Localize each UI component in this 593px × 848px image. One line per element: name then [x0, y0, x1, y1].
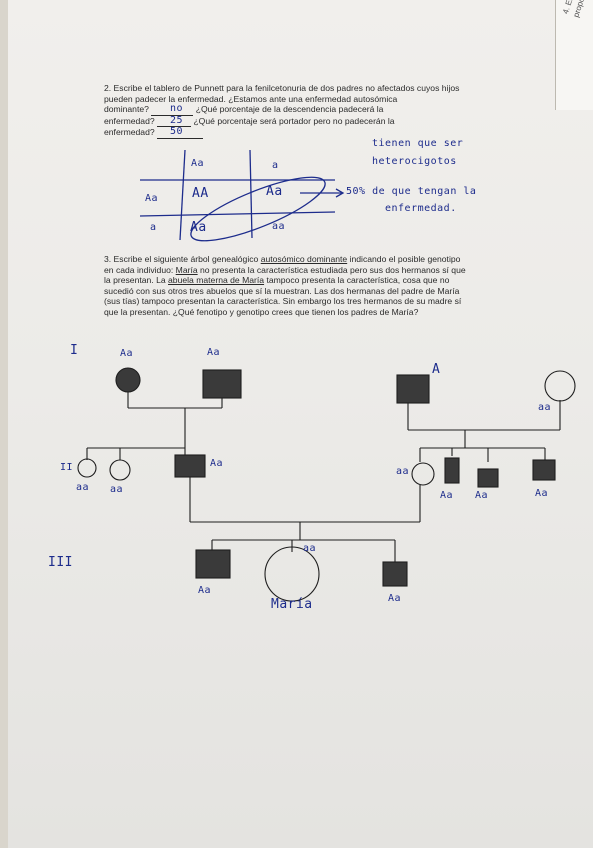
- handwritten-answer-carrier: 50: [170, 126, 184, 137]
- gen1-grandmother-maternal-unaffected: [544, 370, 576, 402]
- genotype-gen2-uncle-2: Aa: [475, 490, 489, 501]
- genotype-gen2-aunt-2: aa: [110, 484, 124, 495]
- gen2-father-affected: [174, 454, 206, 478]
- genotype-gen2-aunt-1: aa: [76, 482, 90, 493]
- gen2-uncle-3-affected: [532, 459, 556, 481]
- note-fifty-percent-1: 50% de que tengan la: [346, 186, 477, 197]
- carrier-answer-blank: [157, 127, 204, 139]
- dominant-answer-blank: [151, 104, 194, 116]
- gen3-brother-2-affected: [382, 561, 408, 587]
- q2-line-5: enfermedad?: [104, 127, 512, 139]
- gen3-brother-1-affected: [195, 549, 231, 579]
- punnett-col-header-2: a: [272, 160, 279, 171]
- handwritten-answer-affected: 25: [170, 115, 184, 126]
- q3-line-4: sucedió con sus otros tres abuelos que s…: [104, 285, 460, 296]
- note-fifty-percent-2: enfermedad.: [385, 203, 457, 214]
- punnett-grid-line: [139, 211, 336, 217]
- generation-label-2: II: [60, 462, 74, 473]
- note-heterozygotes-2: heterocigotos: [372, 156, 457, 167]
- genotype-gen1-left-male: Aa: [207, 347, 221, 358]
- gen1-grandfather-paternal-affected: [202, 369, 242, 399]
- note-heterozygotes-1: tienen que ser: [372, 138, 464, 149]
- q2-line-2: pueden padecer la enfermedad. ¿Estamos a…: [104, 93, 398, 104]
- genotype-gen3-maria: aa: [303, 543, 317, 554]
- q3-line-1: 3. Escribe el siguiente árbol genealógic…: [104, 254, 461, 264]
- generation-label-3: III: [48, 555, 73, 570]
- gen2-aunt-1: [77, 458, 97, 478]
- punnett-row-header-2: a: [150, 222, 157, 233]
- worksheet-page: [8, 0, 593, 848]
- affected-answer-blank: [157, 116, 192, 127]
- maria-name-label: María: [271, 597, 313, 612]
- punnett-heterozygote-circle: [190, 176, 326, 242]
- punnett-grid-line: [249, 149, 253, 239]
- q2-line-4: enfermedad? ¿Qué porcentaje será portado…: [104, 115, 395, 127]
- punnett-cell-Aa-1: Aa: [266, 184, 283, 199]
- gen2-uncle-2-affected: [477, 468, 499, 488]
- genotype-gen2-mother: aa: [396, 466, 410, 477]
- punnett-row-header-1: Aa: [145, 193, 159, 204]
- q2-line-3: dominante? ¿Qué porcentaje de la descend…: [104, 104, 384, 116]
- q3-line-6: que la presentan. ¿Qué fenotipo y genoti…: [104, 306, 419, 317]
- genotype-gen2-father: Aa: [210, 458, 224, 469]
- gen2-uncle-1-affected: [444, 457, 460, 484]
- genotype-gen1-left-female: Aa: [120, 348, 134, 359]
- question-2-text: 2. Escribe el tablero de Punnett para la…: [104, 83, 512, 139]
- genotype-gen1-right-female: aa: [538, 402, 552, 413]
- generation-label-1: I: [70, 343, 79, 358]
- genotype-gen1-right-male: A: [432, 362, 441, 377]
- punnett-arrow-head: [335, 188, 345, 198]
- gen1-grandfather-maternal-affected: [396, 374, 430, 404]
- punnett-cell-AA: AA: [192, 186, 209, 201]
- genotype-gen2-uncle-3: Aa: [535, 488, 549, 499]
- q3-line-2: en cada individuo: María no presenta la …: [104, 264, 466, 275]
- genotype-gen3-brother-2: Aa: [388, 593, 402, 604]
- handwritten-answer-dominant: no: [170, 103, 184, 114]
- punnett-col-header-1: Aa: [191, 158, 205, 169]
- gen1-grandmother-paternal-affected: [115, 367, 141, 393]
- punnett-cell-aa: aa: [272, 221, 286, 232]
- q3-line-3: la presentan. La abuela materna de María…: [104, 275, 450, 285]
- gen2-aunt-2: [109, 459, 131, 481]
- q2-line-1: 2. Escribe el tablero de Punnett para la…: [104, 83, 460, 93]
- next-page-corner: [555, 0, 593, 110]
- question-3-text: 3. Escribe el siguiente árbol genealógic…: [104, 254, 512, 317]
- genotype-gen3-brother-1: Aa: [198, 585, 212, 596]
- genotype-gen2-uncle-1: Aa: [440, 490, 454, 501]
- q3-line-5: (sus tías) tampoco presentan la caracter…: [104, 296, 462, 306]
- gen2-mother-unaffected: [411, 462, 435, 486]
- punnett-grid-line: [179, 149, 186, 241]
- punnett-cell-Aa-2: Aa: [190, 220, 207, 235]
- gen3-maria-unaffected: [264, 546, 320, 602]
